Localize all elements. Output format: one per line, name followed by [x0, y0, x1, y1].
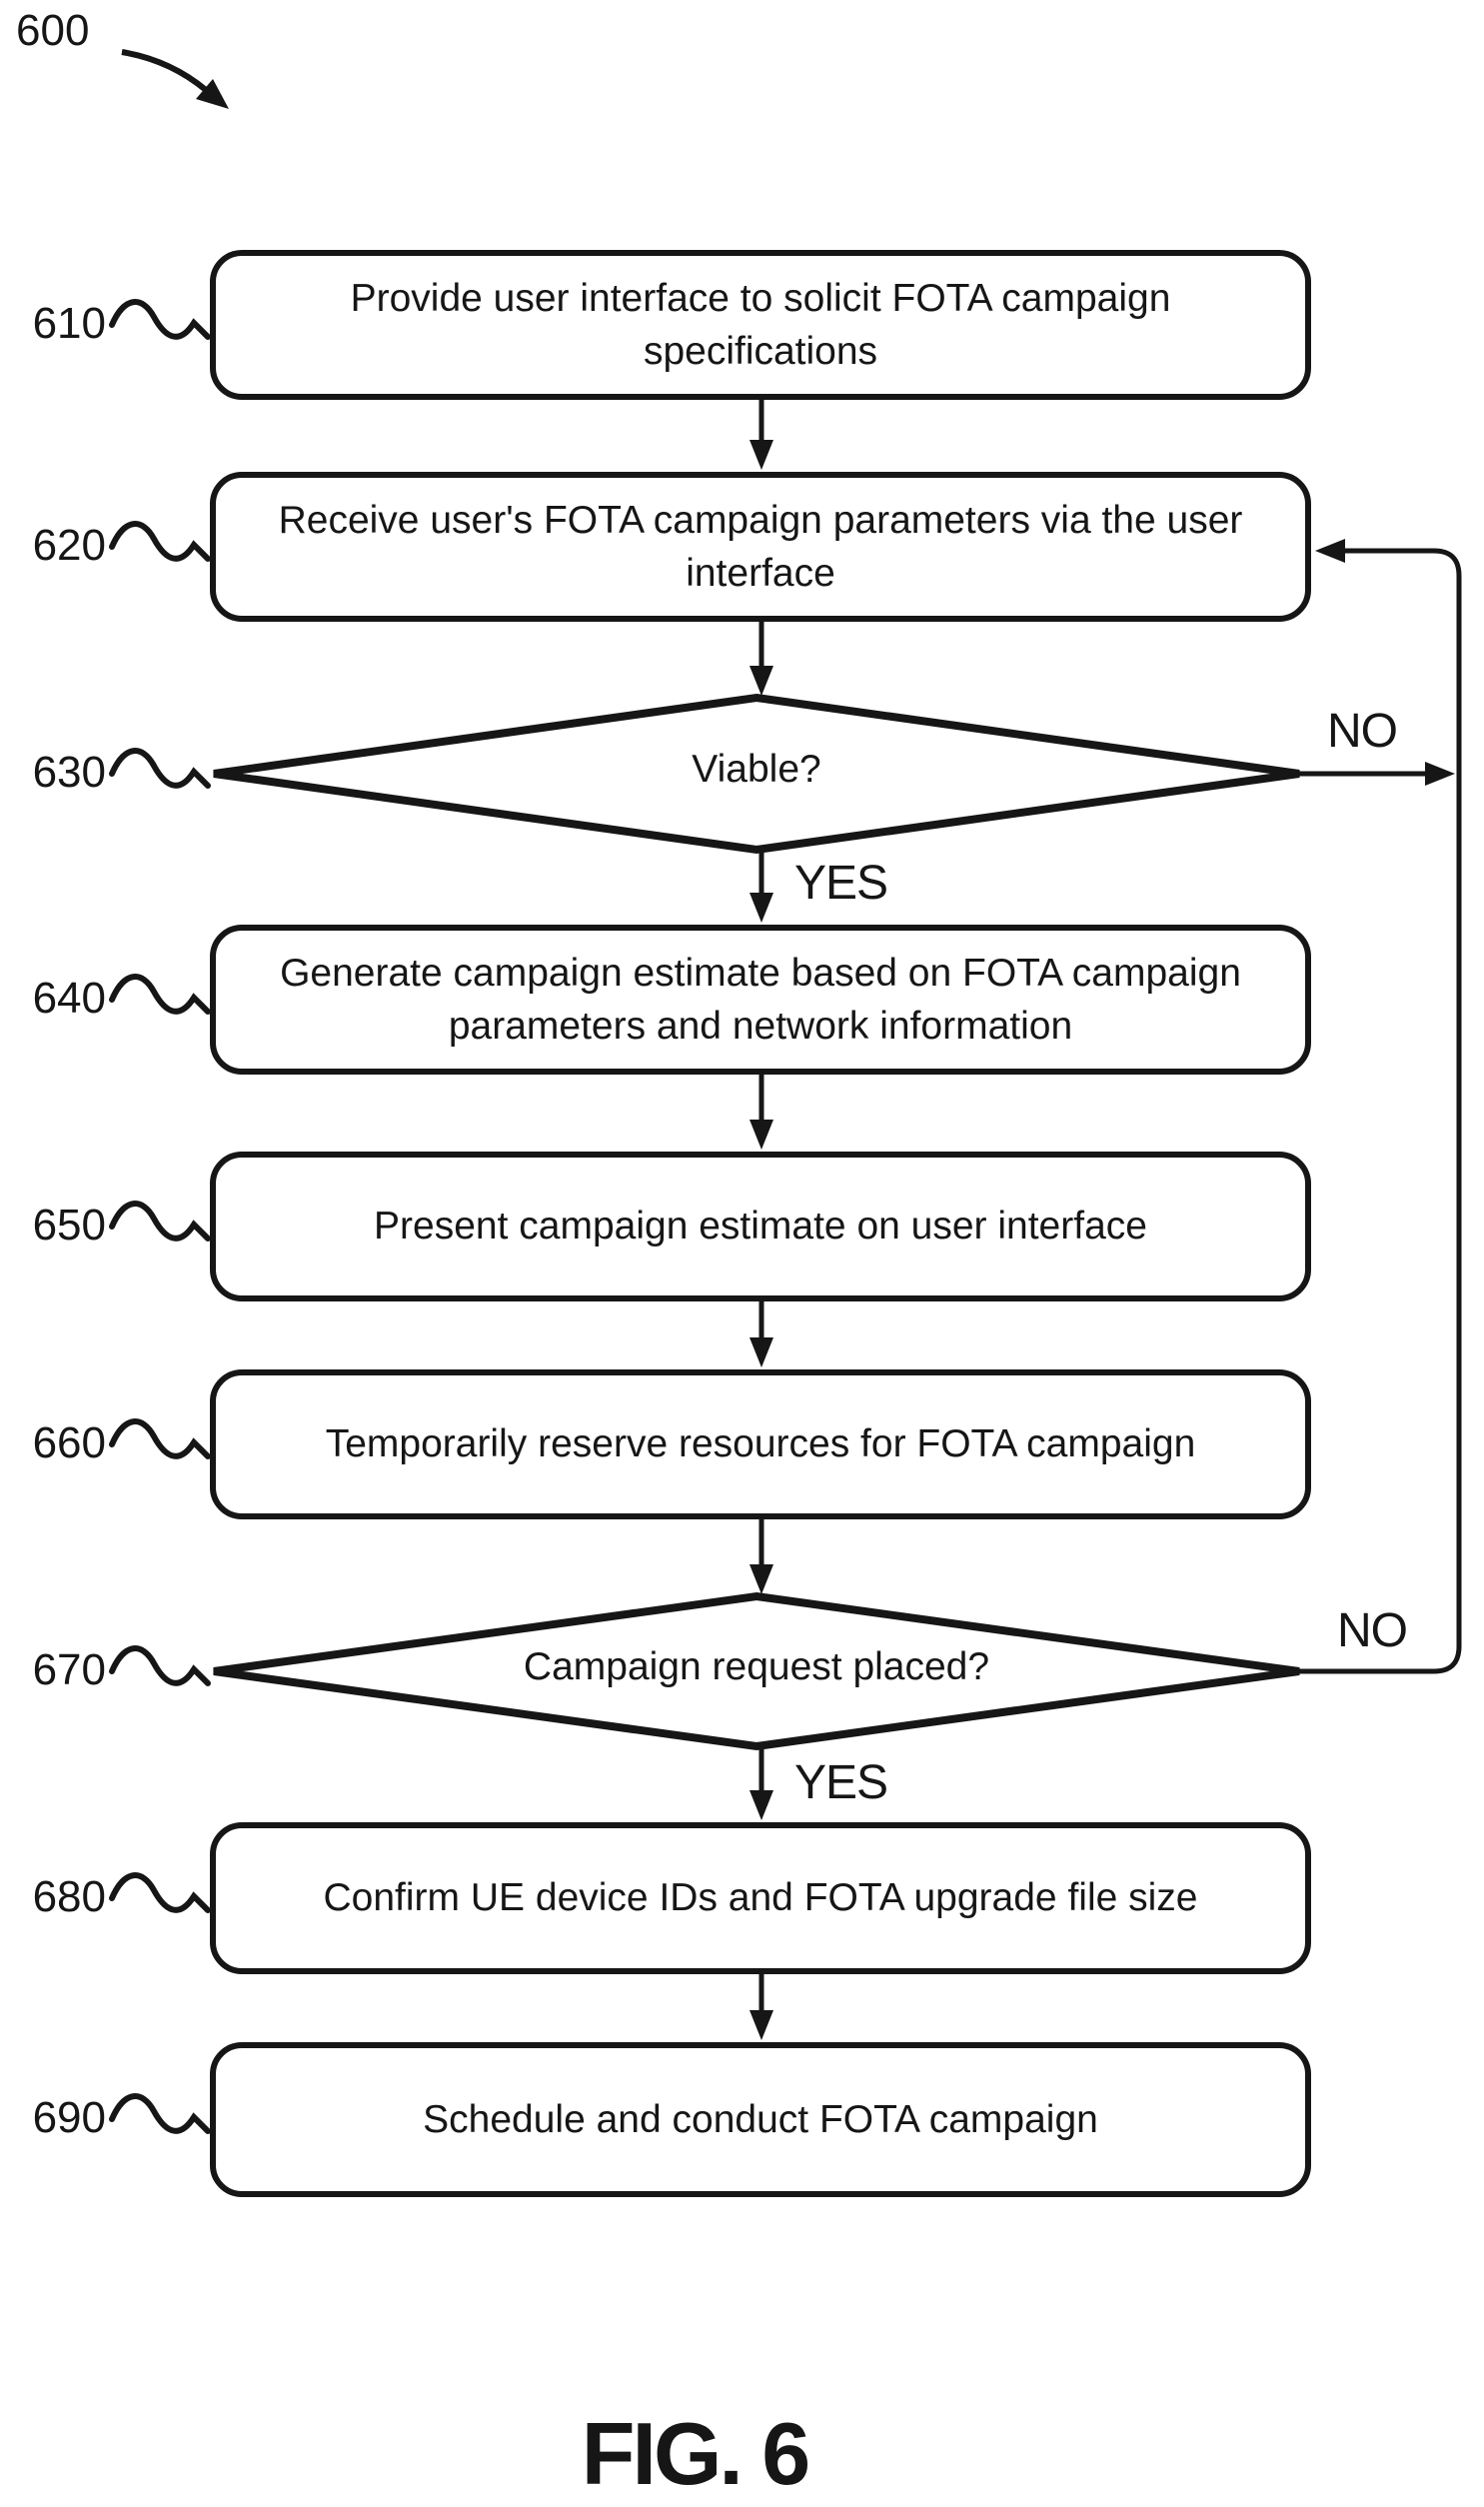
arrowhead-into-620	[749, 440, 773, 470]
node-610-label: Provide user interface to solicit FOTA c…	[350, 276, 1171, 373]
node-620-box: Receive user's FOTA campaign parameters …	[210, 472, 1311, 622]
node-650-label: Present campaign estimate on user interf…	[374, 1205, 1147, 1249]
ref-label-680: 680	[32, 1872, 106, 1921]
arrowhead-feedback-into-620	[1315, 539, 1345, 563]
branch-label-yes-630: YES	[794, 857, 888, 910]
diamond-630-shape	[213, 693, 1300, 855]
arrowhead-no-junction	[1425, 762, 1455, 786]
figure-reference-arrow-curve	[121, 49, 208, 93]
diamond-670-shape	[213, 1591, 1300, 1751]
ref-label-690: 690	[32, 2093, 106, 2142]
node-660-box: Temporarily reserve resources for FOTA c…	[210, 1369, 1311, 1519]
leader-squiggle-630	[109, 748, 211, 789]
branch-label-no-630: NO	[1327, 705, 1398, 758]
node-650-box: Present campaign estimate on user interf…	[210, 1152, 1311, 1301]
leader-squiggle-620	[109, 521, 211, 562]
arrowhead-into-680	[749, 1790, 773, 1820]
leader-squiggle-640	[109, 974, 211, 1015]
branch-label-yes-670: YES	[794, 1756, 888, 1809]
connector-670-no-feedback	[1299, 548, 1462, 1674]
figure-reference-arrow	[121, 49, 229, 109]
node-630-label: Viable?	[692, 748, 821, 791]
node-690-box: Schedule and conduct FOTA campaign	[210, 2042, 1311, 2197]
leader-squiggle-690	[109, 2093, 211, 2134]
ref-label-630: 630	[32, 748, 106, 797]
figure-reference-arrowhead	[196, 79, 229, 109]
node-640-box: Generate campaign estimate based on FOTA…	[210, 925, 1311, 1075]
node-680-label: Confirm UE device IDs and FOTA upgrade f…	[323, 1876, 1198, 1920]
node-640-label: Generate campaign estimate based on FOTA…	[280, 951, 1241, 1048]
ref-label-620: 620	[32, 521, 106, 570]
node-620-label: Receive user's FOTA campaign parameters …	[278, 498, 1243, 595]
figure-reference-label: 600	[16, 6, 90, 55]
ref-label-650: 650	[32, 1201, 106, 1250]
ref-label-610: 610	[32, 299, 106, 348]
arrowhead-into-670	[749, 1564, 773, 1594]
leader-squiggle-660	[109, 1418, 211, 1459]
branch-label-no-670: NO	[1337, 1604, 1408, 1657]
ref-label-660: 660	[32, 1418, 106, 1467]
node-660-label: Temporarily reserve resources for FOTA c…	[325, 1422, 1196, 1466]
node-680-box: Confirm UE device IDs and FOTA upgrade f…	[210, 1822, 1311, 1974]
figure-caption: FIG. 6	[581, 2404, 811, 2503]
leader-squiggle-670	[109, 1645, 211, 1686]
ref-label-640: 640	[32, 974, 106, 1023]
arrowhead-into-630	[749, 666, 773, 696]
leader-squiggle-650	[109, 1201, 211, 1242]
arrowhead-into-650	[749, 1120, 773, 1150]
node-670-label: Campaign request placed?	[523, 1645, 990, 1688]
arrowhead-into-640	[749, 893, 773, 923]
ref-label-670: 670	[32, 1645, 106, 1694]
node-610-box: Provide user interface to solicit FOTA c…	[210, 250, 1311, 400]
leader-squiggle-610	[109, 299, 211, 340]
node-690-label: Schedule and conduct FOTA campaign	[423, 2097, 1098, 2141]
leader-squiggle-680	[109, 1872, 211, 1913]
arrowhead-into-660	[749, 1337, 773, 1367]
arrowhead-into-690	[749, 2010, 773, 2040]
